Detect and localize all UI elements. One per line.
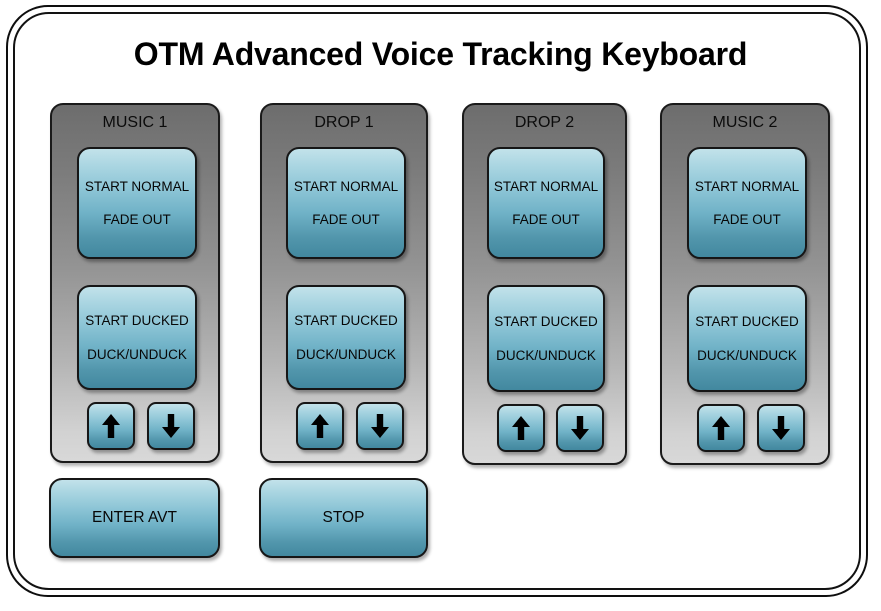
start-normal-fade-out-key-music-1[interactable]: START NORMAL FADE OUT bbox=[77, 147, 197, 259]
channel-title-music-2: MUSIC 2 bbox=[712, 114, 778, 131]
key-label-fade-out: FADE OUT bbox=[512, 212, 580, 227]
stop-label: STOP bbox=[322, 509, 365, 527]
key-label-duck-unduck: DUCK/UNDUCK bbox=[496, 347, 596, 363]
arrow-down-key-drop-2[interactable] bbox=[556, 404, 604, 452]
arrow-up-icon bbox=[102, 414, 120, 438]
key-label-start-normal: START NORMAL bbox=[694, 178, 800, 194]
key-label-duck-unduck: DUCK/UNDUCK bbox=[296, 346, 396, 362]
arrow-down-key-music-2[interactable] bbox=[757, 404, 805, 452]
key-label-start-ducked: START DUCKED bbox=[85, 313, 189, 328]
arrow-down-icon bbox=[571, 416, 589, 440]
device-frame-outer bbox=[6, 5, 868, 597]
start-ducked-duck-unduck-key-music-1[interactable]: START DUCKED DUCK/UNDUCK bbox=[77, 285, 197, 390]
key-label-fade-out: FADE OUT bbox=[312, 212, 380, 227]
key-label-start-normal: START NORMAL bbox=[84, 178, 190, 194]
channel-title-drop-2: DROP 2 bbox=[514, 114, 575, 131]
channel-title-drop-1: DROP 1 bbox=[314, 114, 374, 131]
key-label-fade-out: FADE OUT bbox=[103, 212, 171, 227]
start-ducked-duck-unduck-key-music-2[interactable]: START DUCKED DUCK/UNDUCK bbox=[687, 285, 807, 392]
key-label-duck-unduck: DUCK/UNDUCK bbox=[697, 347, 797, 363]
start-normal-fade-out-key-drop-1[interactable]: START NORMAL FADE OUT bbox=[286, 147, 406, 259]
stop-button[interactable]: STOP bbox=[259, 478, 428, 558]
channel-panel-music-2: MUSIC 2 START NORMAL FADE OUT START DUCK… bbox=[660, 103, 830, 465]
arrow-up-icon bbox=[712, 416, 730, 440]
arrow-up-key-music-1[interactable] bbox=[87, 402, 135, 450]
page-title: OTM Advanced Voice Tracking Keyboard bbox=[133, 36, 748, 72]
start-normal-fade-out-key-music-2[interactable]: START NORMAL FADE OUT bbox=[687, 147, 807, 259]
arrow-up-key-drop-1[interactable] bbox=[296, 402, 344, 450]
start-normal-fade-out-key-drop-2[interactable]: START NORMAL FADE OUT bbox=[487, 147, 605, 259]
key-label-start-normal: START NORMAL bbox=[293, 178, 399, 194]
arrow-down-icon bbox=[772, 416, 790, 440]
key-label-fade-out: FADE OUT bbox=[713, 212, 781, 227]
arrow-down-icon bbox=[162, 414, 180, 438]
channel-title-music-1: MUSIC 1 bbox=[102, 114, 168, 131]
arrow-up-icon bbox=[512, 416, 530, 440]
enter-avt-button[interactable]: ENTER AVT bbox=[49, 478, 220, 558]
arrow-down-icon bbox=[371, 414, 389, 438]
key-label-duck-unduck: DUCK/UNDUCK bbox=[87, 346, 187, 362]
key-label-start-ducked: START DUCKED bbox=[494, 314, 598, 329]
arrow-up-icon bbox=[311, 414, 329, 438]
channel-panel-drop-2: DROP 2 START NORMAL FADE OUT START DUCKE… bbox=[462, 103, 627, 465]
key-label-start-ducked: START DUCKED bbox=[294, 313, 398, 328]
arrow-up-key-music-2[interactable] bbox=[697, 404, 745, 452]
start-ducked-duck-unduck-key-drop-2[interactable]: START DUCKED DUCK/UNDUCK bbox=[487, 285, 605, 392]
arrow-down-key-drop-1[interactable] bbox=[356, 402, 404, 450]
start-ducked-duck-unduck-key-drop-1[interactable]: START DUCKED DUCK/UNDUCK bbox=[286, 285, 406, 390]
device-frame-inner bbox=[13, 12, 861, 590]
arrow-up-key-drop-2[interactable] bbox=[497, 404, 545, 452]
key-label-start-ducked: START DUCKED bbox=[695, 314, 799, 329]
channel-panel-drop-1: DROP 1 START NORMAL FADE OUT START DUCKE… bbox=[260, 103, 428, 463]
key-label-start-normal: START NORMAL bbox=[493, 178, 599, 194]
arrow-down-key-music-1[interactable] bbox=[147, 402, 195, 450]
channel-panel-music-1: MUSIC 1 START NORMAL FADE OUT START DUCK… bbox=[50, 103, 220, 463]
enter-avt-label: ENTER AVT bbox=[92, 509, 177, 527]
